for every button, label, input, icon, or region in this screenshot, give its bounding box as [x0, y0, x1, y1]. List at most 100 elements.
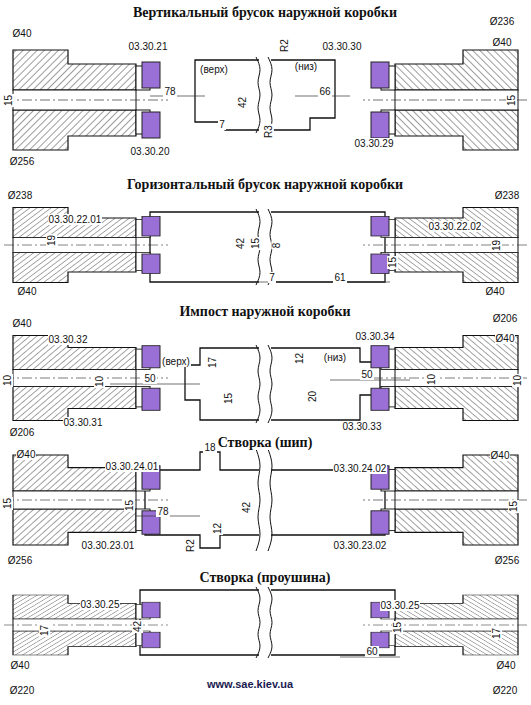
- dimension-label: 19: [492, 238, 503, 251]
- cutter-body: [13, 387, 136, 421]
- break-line: [256, 345, 260, 423]
- dimension-label: 18: [203, 442, 216, 453]
- dimension-label: 50: [143, 373, 156, 384]
- left-cutter: [4, 50, 168, 150]
- dimension-label: 15: [4, 93, 15, 106]
- dimension-label: Ø256: [494, 555, 520, 566]
- axis-line: [4, 625, 168, 626]
- break-line: [256, 587, 260, 658]
- dimension-label: Ø40: [10, 660, 31, 671]
- knife-insert: [142, 62, 160, 88]
- dimension-label: Ø40: [12, 318, 33, 329]
- dimension-label: (верх): [199, 64, 229, 75]
- dimension-label: Ø40: [16, 449, 37, 460]
- knife-insert: [142, 254, 160, 274]
- right-cutter: [363, 595, 527, 655]
- dimension-label: 03.30.34: [355, 331, 396, 342]
- dimension-line: [110, 384, 200, 385]
- dimension-label: 17: [40, 623, 51, 636]
- dimension-label: 12: [213, 521, 224, 534]
- dimension-label: 15: [507, 93, 518, 106]
- dimension-label: 17: [208, 355, 219, 368]
- break-gap: [259, 346, 271, 422]
- dimension-label: 15: [393, 620, 404, 633]
- dimension-label: Ø40: [12, 28, 33, 39]
- cutter-body: [13, 253, 136, 283]
- dimension-label: Ø40: [496, 660, 517, 671]
- break-gap: [259, 588, 271, 657]
- dimension-label: 03.30.25: [80, 599, 121, 610]
- knife-insert: [371, 346, 389, 368]
- axis-line: [363, 378, 527, 379]
- dimension-label: 61: [333, 272, 346, 283]
- dimension-label: 78: [156, 506, 169, 517]
- break-line: [256, 57, 260, 133]
- dimension-label: Ø220: [492, 685, 518, 696]
- axis-line: [4, 245, 168, 246]
- knife-insert: [371, 112, 389, 138]
- dimension-label: 42: [238, 95, 249, 108]
- dimension-label: Ø40: [485, 286, 506, 297]
- knife-insert: [142, 112, 160, 138]
- left-cutter: [4, 208, 168, 283]
- dimension-label: (низ): [323, 352, 347, 363]
- cutter-body: [13, 631, 136, 655]
- dimension-label: 03.30.22.01: [48, 214, 103, 225]
- right-cutter: [363, 455, 527, 545]
- dimension-label: 03.30.23.01: [81, 540, 136, 551]
- axis-line: [4, 500, 168, 501]
- dimension-label: Ø206: [9, 427, 35, 438]
- dimension-label: Ø256: [7, 555, 33, 566]
- dimension-label: Ø238: [7, 190, 33, 201]
- axis-line: [363, 245, 527, 246]
- dimension-label: 15: [224, 391, 235, 404]
- left-cutter: [4, 455, 168, 545]
- dimension-label: 42: [236, 236, 247, 249]
- dimension-label: 03.30.24.01: [105, 461, 160, 472]
- cutter-body: [395, 110, 518, 150]
- knife-insert: [142, 602, 160, 618]
- break-line: [268, 587, 272, 658]
- dimension-line: [330, 380, 410, 381]
- axis-line: [363, 500, 527, 501]
- dimension-label: Ø206: [492, 313, 518, 324]
- workpiece-profile: [185, 348, 380, 420]
- dimension-label: (верх): [161, 356, 191, 367]
- dimension-label: 10: [95, 374, 106, 387]
- dimension-label: 42: [242, 500, 253, 513]
- knife-insert: [142, 388, 160, 410]
- section-title: Створка (проушина): [196, 570, 333, 585]
- break-line: [268, 449, 272, 551]
- knife-insert: [142, 346, 160, 368]
- dimension-label: 15: [3, 496, 14, 509]
- section-title: Вертикальный брусок наружной коробки: [130, 5, 400, 20]
- dimension-label: R3: [262, 124, 273, 139]
- dimension-label: 10: [3, 373, 14, 386]
- break-line: [256, 449, 260, 551]
- right-cutter: [363, 208, 527, 283]
- dimension-label: 60: [365, 646, 378, 657]
- cutter-body: [13, 50, 136, 90]
- dimension-label: 17: [492, 626, 503, 639]
- dimension-label: 15: [509, 499, 520, 512]
- break-gap: [259, 450, 271, 550]
- dimension-label: (низ): [294, 61, 318, 72]
- dimension-label: 03.30.24.02: [333, 463, 388, 474]
- dimension-label: 7: [268, 272, 276, 283]
- dimension-label: R2: [184, 538, 195, 553]
- section-title: Створка (шип): [215, 435, 316, 450]
- right-cutter: [363, 336, 527, 421]
- dimension-label: 10: [427, 372, 438, 385]
- dimension-label: 15: [251, 236, 262, 249]
- cutter-body: [13, 208, 136, 238]
- dimension-line: [340, 657, 400, 658]
- watermark: www.sae.kiev.ua: [206, 679, 294, 690]
- knife-insert: [371, 62, 389, 88]
- knife-insert: [371, 511, 389, 534]
- right-cutter: [363, 50, 527, 150]
- axis-line: [4, 100, 168, 101]
- break-gap: [259, 58, 271, 132]
- axis-line: [363, 625, 527, 626]
- axis-line: [363, 100, 527, 101]
